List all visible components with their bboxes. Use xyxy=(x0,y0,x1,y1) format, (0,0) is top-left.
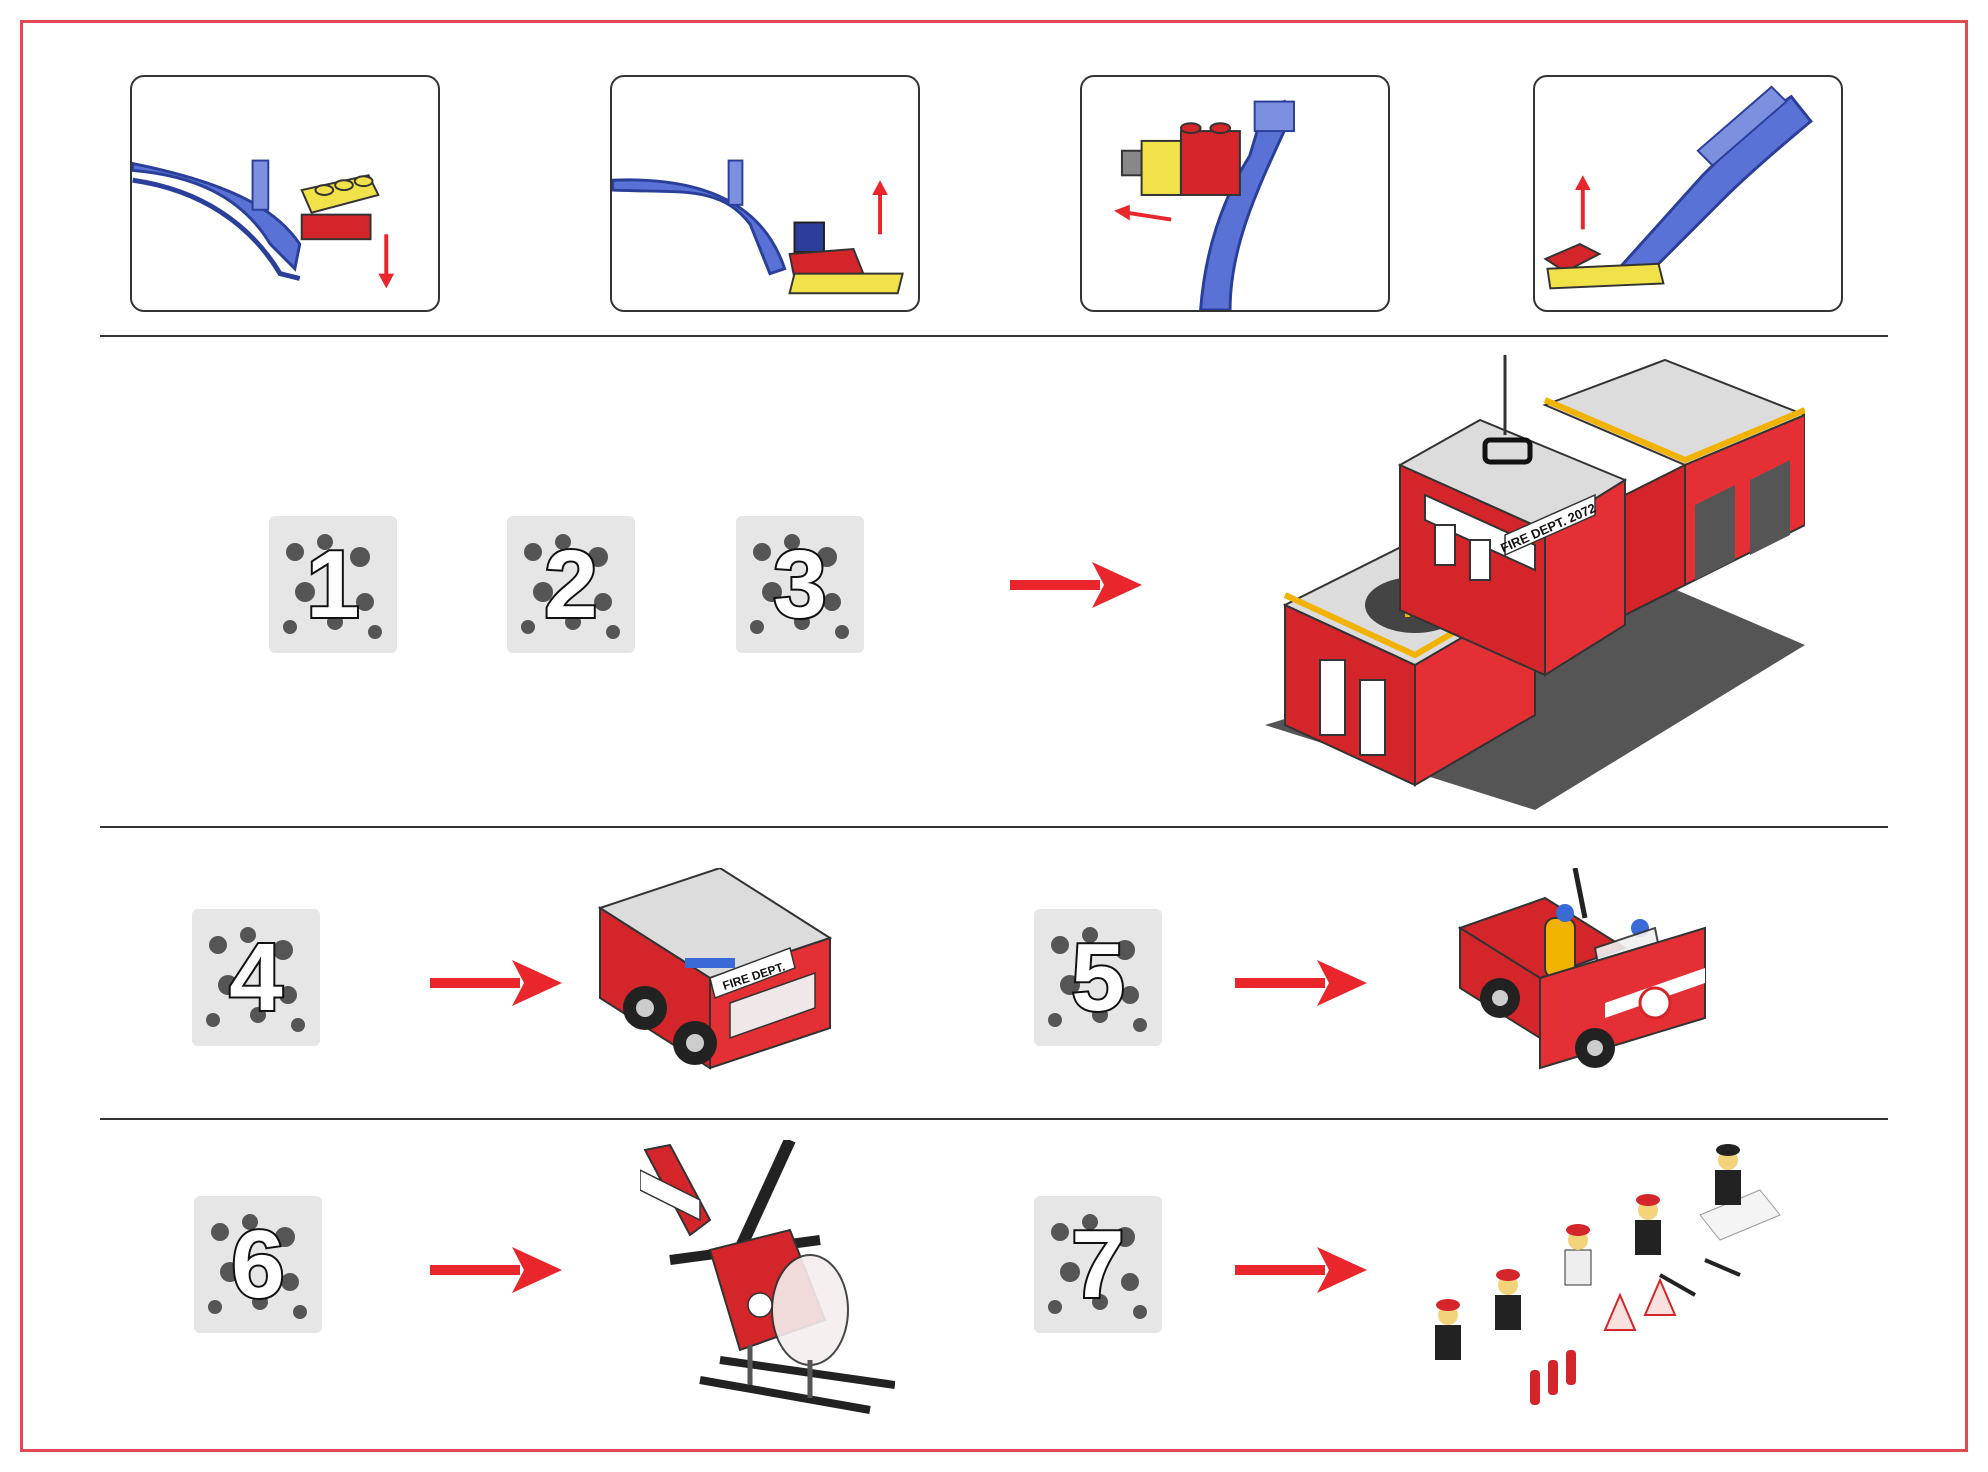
bag-number: 4 xyxy=(188,905,324,1050)
instruction-panel-2 xyxy=(610,75,920,312)
instruction-panel-1 xyxy=(130,75,440,312)
instruction-panel-4 xyxy=(1533,75,1843,312)
minifigure-4 xyxy=(1635,1194,1661,1255)
fire-station-model: H FIRE DEPT. 2072 xyxy=(1265,355,1805,815)
minifigure-5 xyxy=(1700,1144,1780,1240)
instruction-panel-3 xyxy=(1080,75,1390,312)
minifigure-1 xyxy=(1435,1299,1461,1360)
fire-cones xyxy=(1605,1280,1675,1330)
bag-1: 1 xyxy=(265,512,401,657)
row-divider-3 xyxy=(100,1118,1888,1120)
row-divider-1 xyxy=(100,335,1888,337)
bag-4: 4 xyxy=(188,905,324,1050)
bag-2: 2 xyxy=(503,512,639,657)
right-arrow-icon xyxy=(430,958,562,1008)
minifigure-2 xyxy=(1495,1269,1521,1330)
right-arrow-icon xyxy=(1235,958,1367,1008)
bag-3: 3 xyxy=(732,512,868,657)
right-arrow-icon xyxy=(430,1245,562,1295)
bag-number: 7 xyxy=(1030,1192,1166,1337)
fire-engine-model: FIRE DEPT. xyxy=(590,868,840,1093)
minifigure-3 xyxy=(1565,1224,1591,1285)
bag-5: 5 xyxy=(1030,905,1166,1050)
bag-7: 7 xyxy=(1030,1192,1166,1337)
bag-number: 1 xyxy=(265,512,401,657)
right-arrow-icon xyxy=(1235,1245,1367,1295)
left-arrow-icon xyxy=(1127,213,1171,220)
row-divider-2 xyxy=(100,826,1888,828)
firefighter-minifigures xyxy=(1420,1135,1790,1415)
right-arrow-icon xyxy=(1010,560,1142,610)
bag-number: 6 xyxy=(190,1192,326,1337)
fire-helicopter-model xyxy=(640,1140,895,1420)
bag-number: 2 xyxy=(503,512,639,657)
fire-pickup-model xyxy=(1455,868,1710,1093)
bag-number: 5 xyxy=(1030,905,1166,1050)
bag-6: 6 xyxy=(190,1192,326,1337)
bag-number: 3 xyxy=(732,512,868,657)
